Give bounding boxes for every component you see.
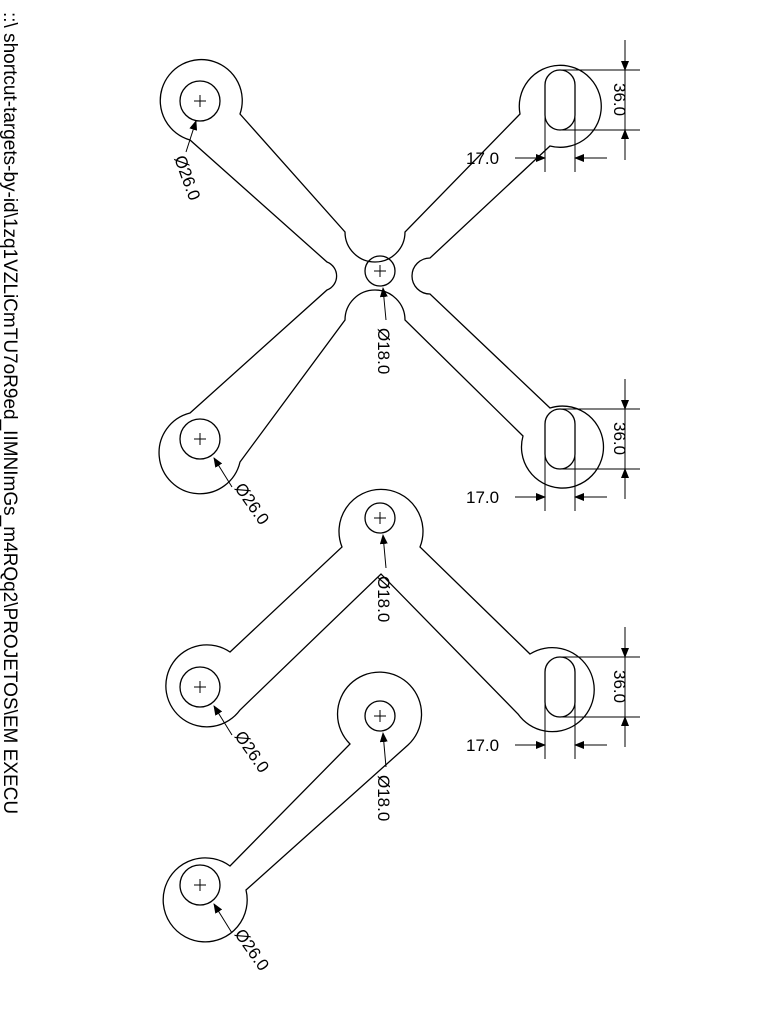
slot-length-dimensions: 36.0 36.0 36.0 (560, 40, 640, 747)
dim-diameter-26: Ø26.0 (231, 925, 273, 974)
dim-diameter-18: Ø18.0 (374, 576, 393, 622)
file-path-label: ::\ shortcut-targets-by-id\1zq1VZLiCmTU7… (0, 12, 20, 814)
hole-large (179, 666, 221, 708)
dim-slot-length-36: 36.0 (610, 83, 629, 116)
dim-diameter-18: Ø18.0 (374, 775, 393, 821)
dim-slot-length-36: 36.0 (610, 670, 629, 703)
x-spider-outline (158, 58, 605, 495)
hole-center (364, 700, 396, 732)
x-spider-fitting (158, 58, 605, 495)
v-spider-outline (165, 488, 595, 733)
dim-slot-width-17: 17.0 (466, 488, 499, 507)
hole-large (179, 418, 221, 460)
dim-diameter-26: Ø26.0 (231, 727, 273, 776)
dim-slot-width-17: 17.0 (466, 736, 499, 755)
dim-diameter-26: Ø26.0 (170, 153, 204, 203)
hole-large (179, 864, 221, 906)
v-spider-fitting (165, 488, 595, 733)
hole-center (364, 502, 396, 534)
hole-large (179, 80, 221, 122)
dim-diameter-26: Ø26.0 (231, 479, 273, 528)
center-mark (194, 512, 386, 693)
dim-diameter-18: Ø18.0 (374, 328, 393, 374)
slot-width-dimensions: 17.0 17.0 17.0 (466, 100, 607, 759)
center-mark (194, 95, 386, 445)
dim-slot-width-17: 17.0 (466, 149, 499, 168)
center-mark (194, 710, 386, 891)
straight-fitting-outline (162, 671, 423, 943)
straight-fitting (162, 671, 423, 943)
dim-slot-length-36: 36.0 (610, 422, 629, 455)
hole-center (364, 255, 396, 287)
